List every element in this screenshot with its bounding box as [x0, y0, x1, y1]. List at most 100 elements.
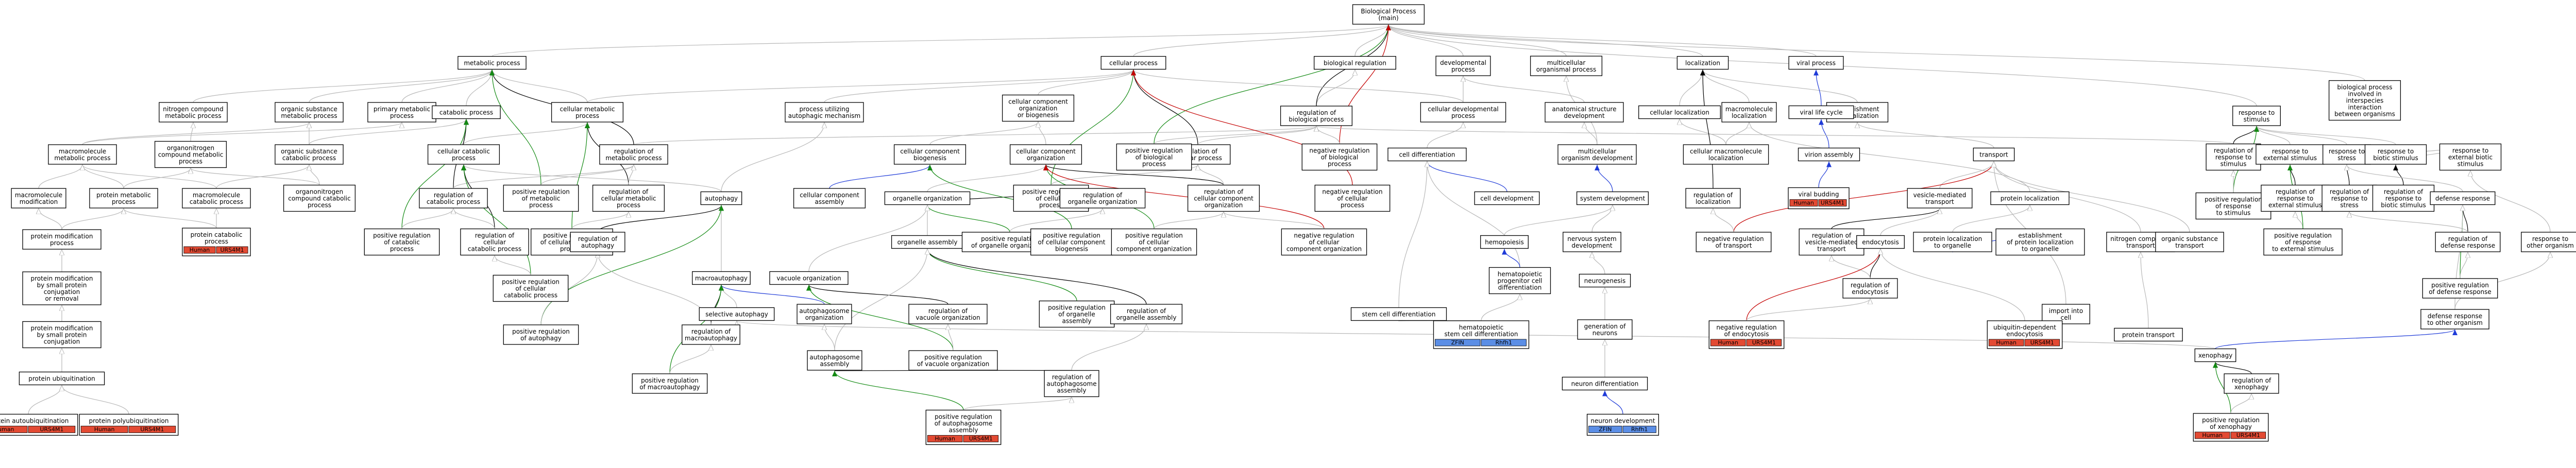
go-term-node[interactable]: organelle organization	[884, 191, 971, 205]
go-term-node[interactable]: metabolic process	[457, 56, 527, 70]
go-term-node[interactable]: cell development	[1474, 191, 1540, 205]
go-term-node[interactable]: viral process	[1788, 56, 1844, 70]
go-term-node[interactable]: protein transport	[2114, 327, 2183, 342]
go-term-node[interactable]: localization	[1676, 56, 1729, 70]
go-term-node[interactable]: endocytosis	[1856, 235, 1905, 249]
go-term-node[interactable]: organelle assembly	[891, 235, 964, 249]
go-term-node[interactable]: viral life cycle	[1788, 105, 1854, 119]
go-term-node[interactable]: Biological Process(main)	[1352, 4, 1425, 25]
go-term-node[interactable]: biological regulation	[1314, 56, 1396, 70]
go-term-node[interactable]: virion assembly	[1798, 147, 1860, 162]
go-term-node[interactable]: neuron differentiation	[1562, 376, 1648, 391]
go-term-node[interactable]: system development	[1576, 191, 1649, 205]
go-term-node[interactable]: hemopoiesis	[1480, 235, 1529, 249]
go-term-node[interactable]: cell differentiation	[1387, 147, 1467, 162]
go-term-node[interactable]: selective autophagy	[699, 307, 775, 321]
go-term-node[interactable]: cellular process	[1100, 56, 1166, 70]
go-term-node[interactable]: defense response	[2430, 191, 2496, 205]
go-term-node[interactable]: stem cell differentiation	[1350, 307, 1447, 321]
go-term-node[interactable]: neurogenesis	[1579, 273, 1631, 288]
go-term-node[interactable]: transport	[1973, 147, 2015, 162]
go-term-node[interactable]: catabolic process	[432, 105, 501, 119]
go-term-node[interactable]: cellular localization	[1638, 105, 1721, 119]
go-term-node[interactable]: protein autoubiquitinationHumanURS4M1	[0, 413, 78, 436]
go-term-node[interactable]: macroautophagy	[692, 271, 751, 285]
go-term-node[interactable]: protein ubiquitination	[19, 371, 105, 386]
